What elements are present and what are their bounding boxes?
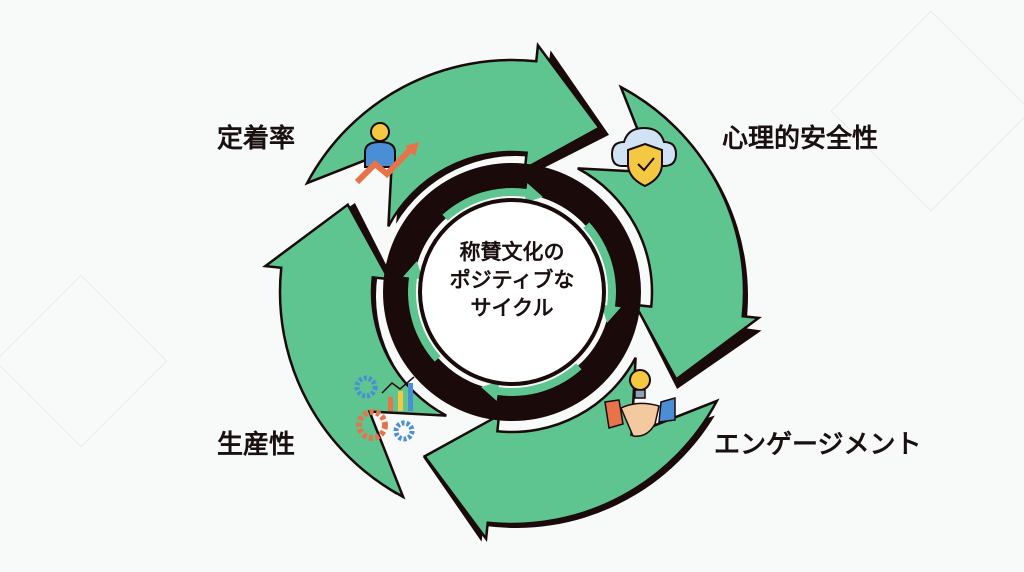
center-title-line: 称賛文化の: [459, 240, 565, 264]
inner-arrow: [481, 363, 582, 401]
handshake-lightbulb-icon: [604, 369, 676, 437]
inner-ring-arrows: [403, 183, 621, 401]
center-title-line: サイクル: [470, 296, 554, 320]
center-title: 称賛文化の ポジティブな サイクル: [412, 238, 612, 322]
stage-label-engagement: エンゲージメント: [714, 430, 922, 460]
stage-label-productivity: 生産性: [217, 430, 296, 460]
inner-arrow: [442, 183, 543, 221]
stage-label-psychological-safety: 心理的安全性: [722, 124, 879, 154]
stage-label-retention: 定着率: [217, 124, 296, 154]
inner-arrow: [403, 261, 441, 362]
cycle-arrows: [262, 42, 762, 542]
arrow-safety-to-engagement: [577, 84, 762, 382]
center-circle: [418, 198, 606, 386]
arrow-retention-to-safety: [304, 42, 602, 227]
person-growth-icon: [354, 122, 419, 185]
cloud-shield-icon: [610, 126, 678, 188]
inner-dark-ring: [383, 163, 641, 421]
arrow-productivity-to-retention: [262, 202, 447, 500]
center-title-line: ポジティブな: [449, 268, 575, 292]
inner-arrow: [583, 222, 621, 323]
gears-chart-icon: [354, 375, 415, 442]
arrow-engagement-to-productivity: [422, 357, 720, 542]
